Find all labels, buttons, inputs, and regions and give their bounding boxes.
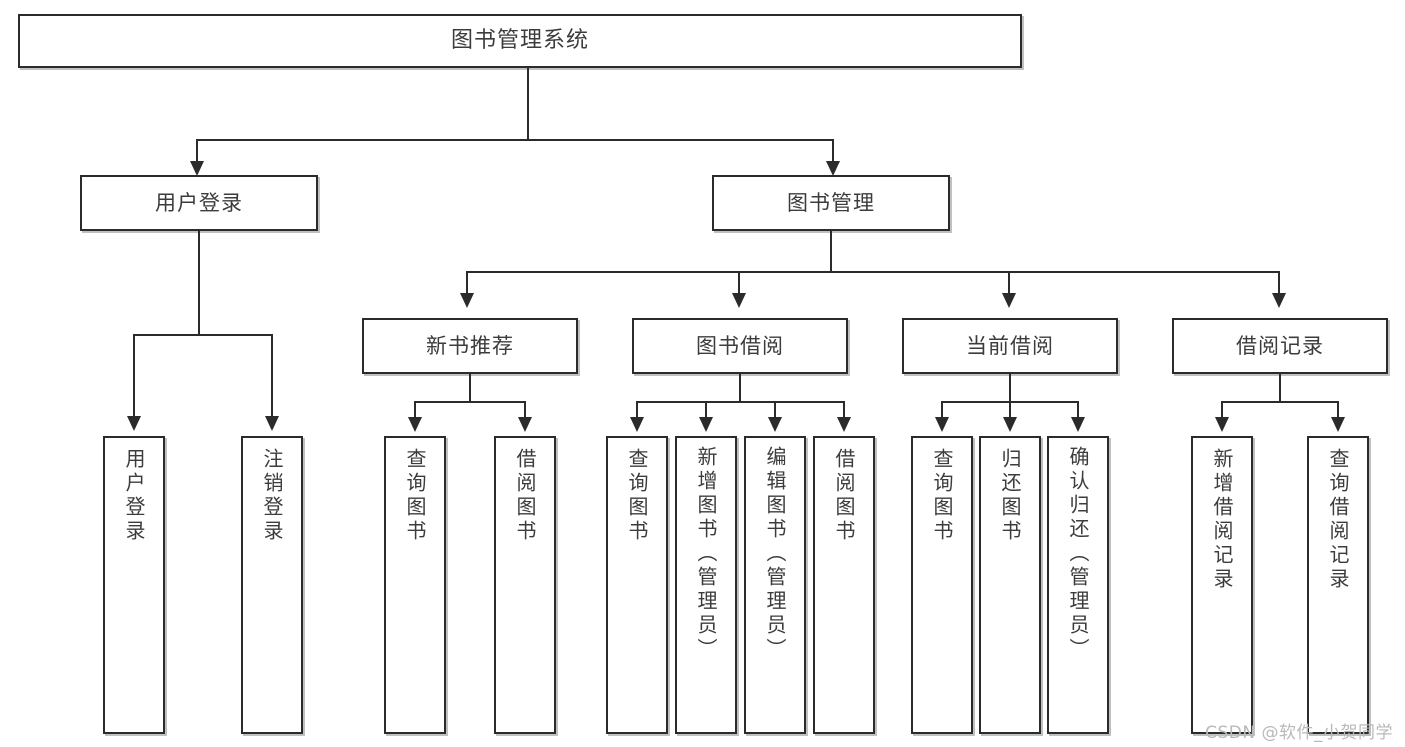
connector-book-borrow-drop-2 bbox=[705, 401, 707, 419]
node-label: 借阅图书 bbox=[513, 448, 537, 544]
connector-new-book-drop-1 bbox=[414, 401, 416, 419]
connector-book-borrow-stem bbox=[739, 374, 741, 402]
node-label: 图书管理 bbox=[787, 190, 875, 215]
connector-user-login-drop-2 bbox=[271, 334, 273, 418]
arrow-down-icon bbox=[1331, 417, 1345, 432]
arrow-down-icon bbox=[127, 416, 141, 431]
node-label: 新增借阅记录 bbox=[1210, 448, 1234, 592]
connector-root-drop-2 bbox=[832, 139, 834, 163]
node-label: 图书借阅 bbox=[696, 333, 784, 358]
connector-book-mgmt-bus bbox=[466, 271, 1280, 273]
connector-book-mgmt-drop-1 bbox=[466, 271, 468, 295]
connector-new-book-bus bbox=[414, 401, 526, 403]
connector-user-login-stem bbox=[198, 231, 200, 335]
node-label: 确认归还（管理员） bbox=[1066, 446, 1090, 662]
leaf-logout[interactable]: 注销登录 bbox=[241, 436, 303, 734]
node-book-management[interactable]: 图书管理 bbox=[712, 175, 950, 231]
node-label: 查询图书 bbox=[403, 448, 427, 544]
node-label: 借阅图书 bbox=[832, 448, 856, 544]
arrow-down-icon bbox=[699, 417, 713, 432]
leaf-borrow-book-borrowing[interactable]: 借阅图书 bbox=[813, 436, 875, 734]
leaf-edit-book-admin[interactable]: 编辑图书（管理员） bbox=[744, 436, 806, 734]
node-label: 用户登录 bbox=[122, 448, 146, 544]
arrow-down-icon bbox=[1071, 417, 1085, 432]
arrow-down-icon bbox=[732, 293, 746, 308]
arrow-down-icon bbox=[630, 417, 644, 432]
connector-new-book-stem bbox=[469, 374, 471, 402]
leaf-query-book-borrowing[interactable]: 查询图书 bbox=[606, 436, 668, 734]
connector-book-mgmt-stem bbox=[830, 231, 832, 273]
connector-user-login-bus bbox=[133, 334, 273, 336]
node-label: 图书管理系统 bbox=[450, 28, 589, 54]
leaf-borrow-book-new-recommendation[interactable]: 借阅图书 bbox=[494, 436, 556, 734]
arrow-down-icon bbox=[826, 161, 840, 176]
connector-book-borrow-drop-4 bbox=[843, 401, 845, 419]
leaf-query-book-new-recommendation[interactable]: 查询图书 bbox=[384, 436, 446, 734]
arrow-down-icon bbox=[265, 416, 279, 431]
leaf-user-login[interactable]: 用户登录 bbox=[103, 436, 165, 734]
arrow-down-icon bbox=[768, 417, 782, 432]
connector-book-mgmt-drop-3 bbox=[1008, 271, 1010, 295]
node-label: 查询图书 bbox=[930, 448, 954, 544]
node-label: 查询借阅记录 bbox=[1326, 448, 1350, 592]
node-borrowing-record[interactable]: 借阅记录 bbox=[1172, 318, 1388, 374]
leaf-add-book-admin[interactable]: 新增图书（管理员） bbox=[675, 436, 737, 734]
node-label: 注销登录 bbox=[260, 448, 284, 544]
leaf-query-book-current[interactable]: 查询图书 bbox=[911, 436, 973, 734]
node-new-book-recommendation[interactable]: 新书推荐 bbox=[362, 318, 578, 374]
connector-new-book-drop-2 bbox=[524, 401, 526, 419]
arrow-down-icon bbox=[190, 161, 204, 176]
arrow-down-icon bbox=[935, 417, 949, 432]
arrow-down-icon bbox=[408, 417, 422, 432]
arrow-down-icon bbox=[460, 293, 474, 308]
arrow-down-icon bbox=[1003, 417, 1017, 432]
node-label: 编辑图书（管理员） bbox=[763, 446, 787, 662]
connector-current-borrow-drop-3 bbox=[1077, 401, 1079, 419]
node-label: 用户登录 bbox=[155, 190, 243, 215]
connector-book-borrow-drop-1 bbox=[636, 401, 638, 419]
node-label: 借阅记录 bbox=[1236, 333, 1324, 358]
arrow-down-icon bbox=[1215, 417, 1229, 432]
connector-borrow-record-bus bbox=[1221, 401, 1339, 403]
node-root-book-management-system[interactable]: 图书管理系统 bbox=[18, 14, 1022, 68]
connector-book-borrow-bus bbox=[636, 401, 844, 403]
connector-book-mgmt-drop-2 bbox=[738, 271, 740, 295]
connector-borrow-record-drop-1 bbox=[1221, 401, 1223, 419]
arrow-down-icon bbox=[1002, 293, 1016, 308]
connector-book-mgmt-drop-4 bbox=[1278, 271, 1280, 295]
connector-user-login-drop-1 bbox=[133, 334, 135, 418]
node-label: 当前借阅 bbox=[966, 333, 1054, 358]
connector-root-drop-1 bbox=[196, 139, 198, 163]
node-book-borrowing[interactable]: 图书借阅 bbox=[632, 318, 848, 374]
arrow-down-icon bbox=[837, 417, 851, 432]
leaf-return-book[interactable]: 归还图书 bbox=[979, 436, 1041, 734]
connector-current-borrow-stem bbox=[1009, 374, 1011, 402]
arrow-down-icon bbox=[1272, 293, 1286, 308]
leaf-add-borrow-record[interactable]: 新增借阅记录 bbox=[1191, 436, 1253, 734]
connector-current-borrow-drop-2 bbox=[1009, 401, 1011, 419]
node-label: 归还图书 bbox=[998, 448, 1022, 544]
connector-book-borrow-drop-3 bbox=[774, 401, 776, 419]
node-label: 新增图书（管理员） bbox=[694, 446, 718, 662]
connector-borrow-record-drop-2 bbox=[1337, 401, 1339, 419]
node-label: 查询图书 bbox=[625, 448, 649, 544]
connector-borrow-record-stem bbox=[1279, 374, 1281, 402]
leaf-query-borrow-record[interactable]: 查询借阅记录 bbox=[1307, 436, 1369, 734]
node-user-login[interactable]: 用户登录 bbox=[80, 175, 318, 231]
arrow-down-icon bbox=[518, 417, 532, 432]
node-label: 新书推荐 bbox=[426, 333, 514, 358]
connector-current-borrow-drop-1 bbox=[941, 401, 943, 419]
node-current-borrowing[interactable]: 当前借阅 bbox=[902, 318, 1118, 374]
connector-root-bus bbox=[196, 139, 834, 141]
connector-root-stem bbox=[527, 68, 529, 140]
leaf-confirm-return-admin[interactable]: 确认归还（管理员） bbox=[1047, 436, 1109, 734]
